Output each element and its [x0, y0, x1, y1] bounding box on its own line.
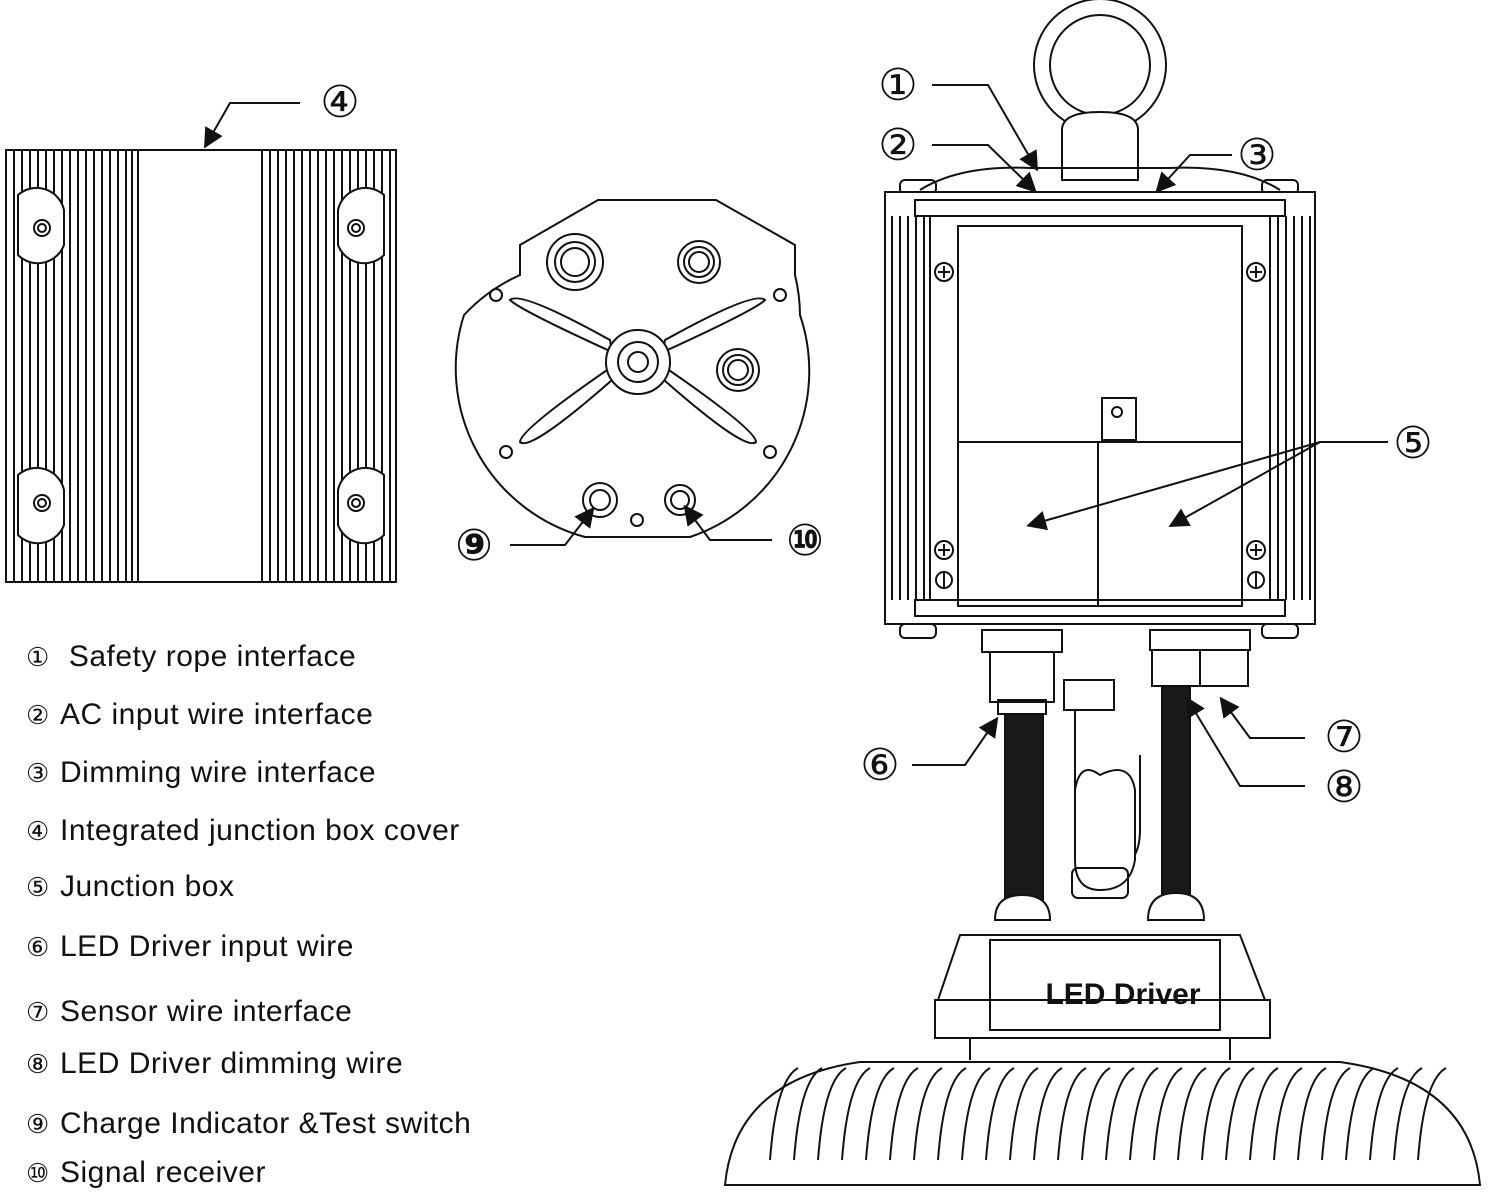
heatsink-fin	[1369, 1067, 1399, 1161]
heatsink-fin	[1297, 1067, 1327, 1161]
callout-2	[932, 144, 1037, 193]
heatsink-fin	[817, 1067, 847, 1161]
heatsink-fin	[1345, 1067, 1375, 1161]
heatsink-fin	[769, 1067, 799, 1161]
heatsink-fin	[793, 1067, 823, 1161]
legend-item: ① Safety rope interface	[26, 640, 357, 673]
heatsink-fin	[1129, 1067, 1159, 1161]
cover-mounting-lug	[17, 466, 65, 545]
callout-9-label: ⑨	[455, 520, 492, 571]
heatsink-fin	[1081, 1067, 1111, 1161]
callout-4-label: ④	[320, 77, 359, 128]
heatsink-fin	[1273, 1067, 1303, 1161]
callout-8-label: ⑧	[1324, 762, 1363, 813]
callout-5b	[1168, 441, 1321, 527]
heatsink-fin	[1249, 1067, 1279, 1161]
heatsink-fin	[1009, 1067, 1039, 1161]
heatsink-fin	[961, 1067, 991, 1161]
heatsink-fin	[1177, 1067, 1207, 1161]
heatsink-fin	[1417, 1067, 1447, 1161]
callout-1	[932, 84, 1039, 172]
callout-7-label: ⑦	[1324, 712, 1363, 763]
heatsink-fin	[913, 1067, 943, 1161]
callout-8	[1185, 696, 1305, 787]
heatsink-fin	[1153, 1067, 1183, 1161]
callout-6-label: ⑥	[860, 740, 899, 791]
heatsink-fin	[1057, 1067, 1087, 1161]
callout-5-label: ⑤	[1393, 418, 1432, 469]
heatsink-fin	[1105, 1067, 1135, 1161]
heatsink-fin	[841, 1067, 871, 1161]
charge-indicator-test-switch	[582, 482, 618, 518]
led-driver-label: LED Driver	[1045, 978, 1200, 1011]
callout-4	[204, 102, 300, 149]
heatsink-fin	[937, 1067, 967, 1161]
heatsink-fin	[1033, 1067, 1063, 1161]
heatsink-fin	[865, 1067, 895, 1161]
heatsink-fin	[985, 1067, 1015, 1161]
heatsink-fin	[1225, 1067, 1255, 1161]
callout-9	[510, 506, 595, 546]
bottom-plate-drawing	[454, 199, 811, 538]
callout-2-label: ②	[878, 120, 917, 171]
junction-box-cover-drawing	[5, 149, 397, 583]
callout-3-label: ③	[1237, 130, 1276, 181]
callout-1-label: ①	[878, 60, 917, 111]
callout-7	[1219, 696, 1305, 739]
heatsink-fin	[1393, 1067, 1423, 1161]
cover-mounting-lug	[337, 466, 385, 545]
cover-mounting-lug	[17, 186, 65, 265]
signal-receiver	[664, 484, 696, 516]
cover-mounting-lug	[337, 186, 385, 265]
callout-3	[1155, 154, 1232, 193]
callout-10-label: ⑩	[786, 515, 823, 566]
high-bay-light-drawing	[723, 0, 1482, 1186]
heatsink-fin	[1201, 1067, 1231, 1161]
heatsink-fin	[1321, 1067, 1351, 1161]
callout-6	[912, 716, 999, 766]
heatsink-fin	[889, 1067, 919, 1161]
callout-10	[683, 504, 772, 541]
